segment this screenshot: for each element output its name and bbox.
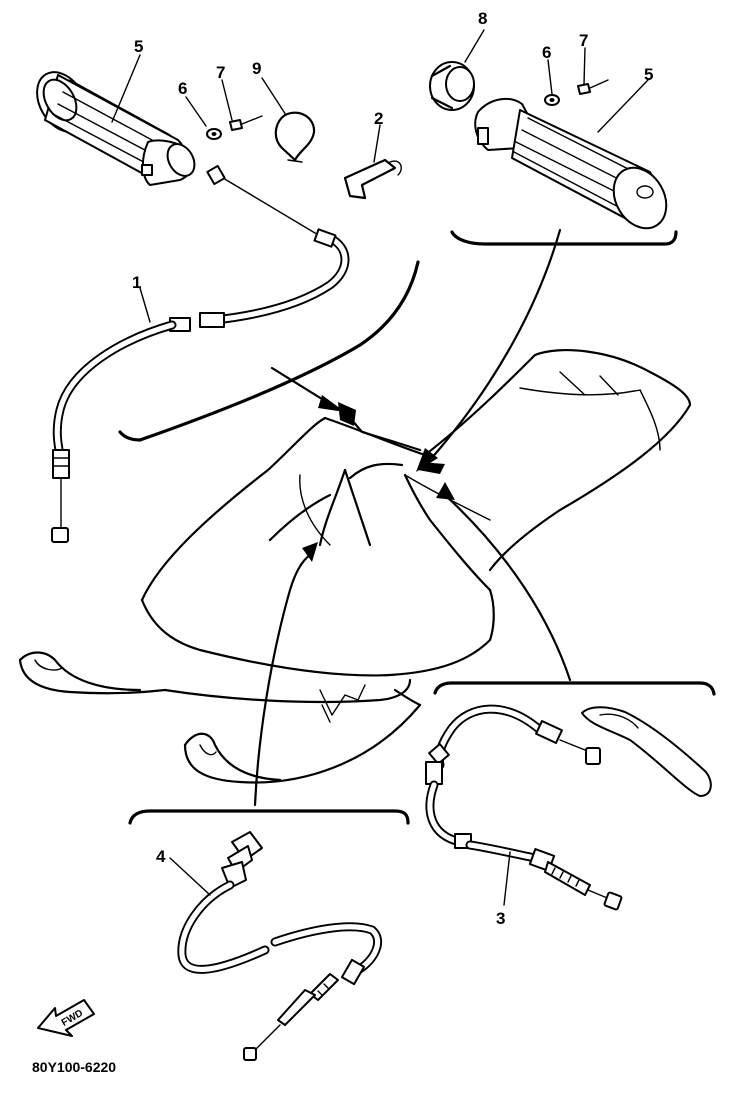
- snowmobile-body: [18, 348, 692, 784]
- ring-part-8: [429, 61, 475, 111]
- callout-5-left: 5: [134, 37, 143, 56]
- washer-part-6-left: [206, 128, 222, 140]
- callout-7-right: 7: [579, 31, 588, 50]
- brake-cable-part-3: [425, 704, 712, 911]
- clip-part-2: [343, 158, 402, 200]
- diagram-code: 80Y100-6220: [32, 1059, 116, 1075]
- screw-part-7-right: [577, 79, 609, 95]
- callout-6-right: 6: [542, 43, 551, 62]
- choke-cable-part-4: [177, 831, 382, 1061]
- callout-2: 2: [374, 109, 383, 128]
- callout-7-left: 7: [216, 63, 225, 82]
- washer-part-6-right: [544, 94, 560, 106]
- screw-part-7-left: [229, 115, 263, 131]
- callout-numbers: 5 6 7 9 2 1 8 6 7 5 4 3: [132, 9, 653, 928]
- callout-4: 4: [156, 847, 166, 866]
- callout-leader-lines: [111, 29, 649, 906]
- leader-arrows: [253, 228, 572, 807]
- forward-direction-arrow: FWD: [37, 999, 95, 1037]
- callout-6-left: 6: [178, 79, 187, 98]
- right-grip-part-5: [474, 97, 668, 230]
- callout-1: 1: [132, 273, 141, 292]
- callout-3: 3: [496, 909, 505, 928]
- callout-brackets: [118, 230, 716, 825]
- throttle-cable-part-1: [51, 164, 350, 543]
- callout-5-right: 5: [644, 65, 653, 84]
- left-grip-part-5: [36, 71, 196, 186]
- callout-9: 9: [252, 59, 261, 78]
- clamp-part-9: [274, 111, 316, 163]
- callout-8: 8: [478, 9, 487, 28]
